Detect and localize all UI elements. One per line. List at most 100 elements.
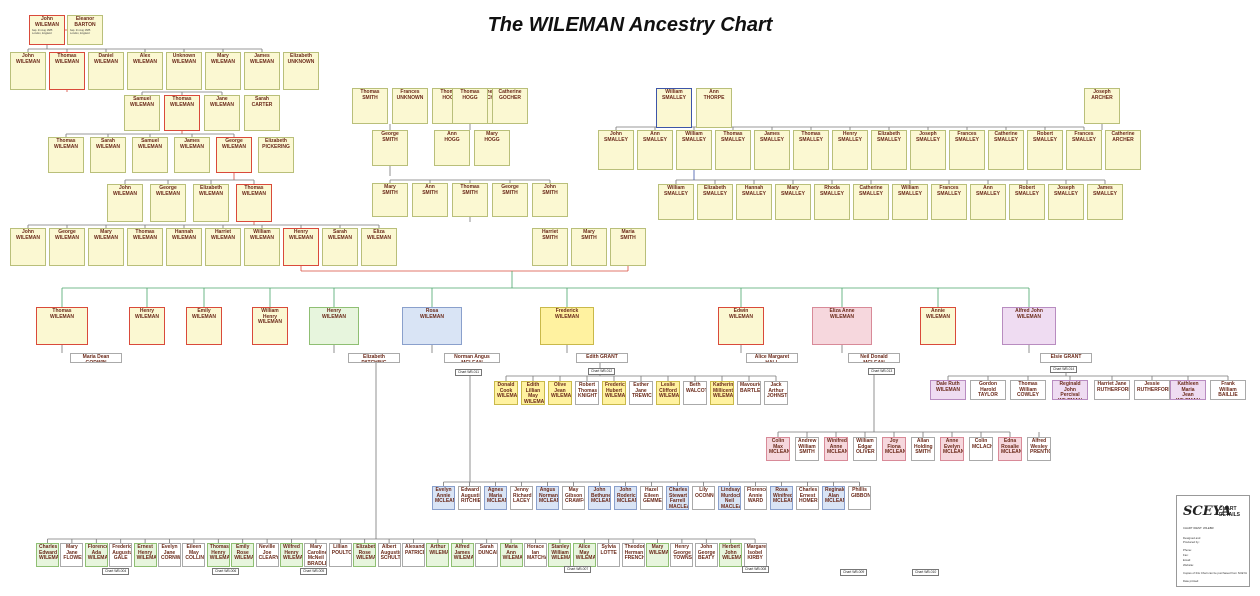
details-fax: Fax: bbox=[1183, 553, 1189, 557]
person-node: Olive Jean WILEMAN bbox=[548, 381, 572, 405]
person-name: Evelyn Annie MCLEAN bbox=[435, 487, 455, 505]
person-name: Margaret Isobel KIRBY bbox=[746, 544, 767, 562]
person-node: William Henry WILEMAN bbox=[252, 307, 288, 345]
person-name: Frances SMALLEY bbox=[955, 131, 979, 143]
person-node: Charles Stewart Farrell MACLEAN bbox=[666, 486, 689, 510]
person-node: Evelyn Jane CORNWELL bbox=[158, 543, 181, 567]
person-name: Phillis GIBBONS bbox=[851, 487, 871, 499]
person-node: Catherine ARCHER bbox=[1105, 130, 1141, 170]
person-node: Lily OCONNOR bbox=[692, 486, 715, 510]
person-name: Thomas WILEMAN bbox=[170, 96, 194, 108]
person-node: Jessie RUTHERFORD bbox=[1134, 380, 1170, 400]
person-name: Charles Edward WILEMAN bbox=[39, 544, 59, 562]
person-node: Elsie GRANT bbox=[1040, 353, 1092, 363]
person-node: Agnes Maria MCLEAN bbox=[484, 486, 507, 510]
person-name: Maria Ann WILEMAN bbox=[502, 544, 523, 562]
person-node: Reginald Alan MCLEAN bbox=[822, 486, 845, 510]
person-node: Kathleen Maria Jean WILEMAN bbox=[1170, 380, 1206, 400]
person-name: John WILEMAN bbox=[16, 229, 40, 241]
chart-reference: Chart WB.007 bbox=[564, 566, 592, 573]
person-node: Stanley William WILEMAN bbox=[548, 543, 572, 567]
person-name: Mary WILEMAN bbox=[94, 229, 118, 241]
person-name: Edith Lillian May WILEMAN bbox=[524, 382, 545, 405]
person-name: Neil Donald MCLEAN bbox=[860, 354, 888, 363]
person-node: Henry WILEMAN bbox=[129, 307, 165, 345]
person-node: Florence Annie WARD bbox=[744, 486, 767, 510]
person-name: Mary SMITH bbox=[581, 229, 597, 241]
person-node: Ann SMALLEY bbox=[637, 130, 673, 170]
person-node: Ernest Henry WILEMAN bbox=[133, 543, 157, 567]
person-name: Katherine Millicent WILEMAN bbox=[713, 382, 734, 400]
person-name: Rosa Winifred MCLEAN bbox=[773, 487, 793, 505]
person-node: Esther Jane TREWICK bbox=[629, 381, 653, 405]
person-name: Samuel WILEMAN bbox=[130, 96, 154, 108]
person-name: John Bethune MCLEAN bbox=[591, 487, 611, 505]
person-name: Reginald Alan MCLEAN bbox=[825, 487, 845, 505]
person-name: James WILEMAN bbox=[180, 138, 204, 150]
person-name: William SMALLEY bbox=[662, 89, 686, 101]
person-name: James SMALLEY bbox=[760, 131, 784, 143]
person-node: Mary WILEMAN bbox=[88, 228, 124, 266]
person-name: Alex WILEMAN bbox=[133, 53, 157, 65]
person-name: Eliza WILEMAN bbox=[367, 229, 391, 241]
person-name: Sylvia LOTTE bbox=[600, 544, 617, 556]
person-node: Joseph SMALLEY bbox=[910, 130, 946, 170]
person-node: Alfred Wesley PRENTICE bbox=[1027, 437, 1051, 461]
person-node: Katherine Millicent WILEMAN bbox=[710, 381, 734, 405]
person-node: James WILEMAN bbox=[174, 137, 210, 173]
person-name: Catherine SMALLEY bbox=[859, 185, 883, 197]
person-name: Maria Dean GODWIN bbox=[82, 354, 110, 363]
person-node: John WILEMAN bbox=[107, 184, 143, 222]
person-node: John WILEMAN bbox=[10, 52, 46, 90]
person-node: Elizabeth PATCHING bbox=[348, 353, 400, 363]
person-name: Mary Caroline McNeil BRADLEY bbox=[307, 544, 328, 567]
person-name: Charles Stewart Farrell MACLEAN bbox=[669, 487, 688, 510]
person-node: James SMALLEY bbox=[754, 130, 790, 170]
chart-reference: Chart WB.006 bbox=[212, 568, 240, 575]
person-name: Elizabeth WILEMAN bbox=[199, 185, 223, 197]
person-name: Thomas SMITH bbox=[360, 89, 380, 101]
details-date: Date printed: bbox=[1183, 579, 1200, 583]
person-name: Thomas SMALLEY bbox=[799, 131, 823, 143]
person-name: Samuel WILEMAN bbox=[138, 138, 162, 150]
person-node: Neville Joe CLEARY bbox=[255, 543, 279, 567]
person-node: Alice Margaret HALL bbox=[746, 353, 798, 363]
person-node: Samuel WILEMAN bbox=[132, 137, 168, 173]
chart-details-panel: SCEYA CHART DETAILS CHART IDENT: WILEBR … bbox=[1176, 495, 1250, 587]
chart-reference: Chart WB.012 bbox=[588, 368, 616, 375]
person-node: Horace Ian MATCHAN bbox=[524, 543, 547, 567]
person-node: Joy Fiona MCLEAN bbox=[882, 437, 906, 461]
person-name: Charles Ernest HOMER bbox=[799, 487, 818, 505]
person-node: Thomas SMITH bbox=[452, 183, 488, 217]
person-name: Catherine GOCHER bbox=[478, 89, 502, 101]
person-name: Ann SMALLEY bbox=[643, 131, 667, 143]
person-node: Thomas WILEMAN bbox=[49, 52, 85, 90]
person-node: Theodora Herman FRENCH bbox=[621, 543, 645, 567]
person-name: May Gibson CRAWFORD bbox=[565, 487, 584, 505]
person-name: Jenny Richard LACEY bbox=[513, 487, 532, 505]
person-name: Thomas HOGG bbox=[460, 89, 480, 101]
person-name: Alfred James WILEMAN bbox=[453, 544, 474, 562]
person-node: George WILEMAN bbox=[150, 184, 186, 222]
person-node: Elizabeth UNKNOWN bbox=[283, 52, 319, 90]
person-name: George WILEMAN bbox=[222, 138, 246, 150]
person-node: Mary Jane FLOWERS bbox=[60, 543, 84, 567]
chart-reference: Chart WB.013 bbox=[868, 368, 896, 375]
person-dates: bap. 21 Aug 1685 London, England bbox=[70, 29, 91, 36]
person-name: Angus Norman MCLEAN bbox=[539, 487, 559, 505]
person-name: Lillian POULTON bbox=[331, 544, 352, 556]
person-name: Rosa WILEMAN bbox=[420, 308, 444, 320]
person-node: Catherine GOCHER bbox=[492, 88, 528, 124]
chart-reference: Chart WB.009 bbox=[840, 569, 868, 576]
person-node: Thomas WILEMAN bbox=[48, 137, 84, 173]
person-name: William Henry WILEMAN bbox=[258, 308, 282, 326]
person-name: John WILEMAN bbox=[16, 53, 40, 65]
person-name: Alice Margaret HALL bbox=[754, 354, 790, 363]
person-name: Henry WILEMAN bbox=[135, 308, 159, 320]
person-node: Robert Thomas KNIGHT bbox=[575, 381, 599, 405]
person-name: Thomas William COWLEY bbox=[1017, 381, 1039, 399]
person-name: John Roderick MCLEAN bbox=[617, 487, 637, 505]
details-phone: Phone: bbox=[1183, 548, 1192, 552]
person-node: Jack Arthur JOHNSTONE bbox=[764, 381, 788, 405]
